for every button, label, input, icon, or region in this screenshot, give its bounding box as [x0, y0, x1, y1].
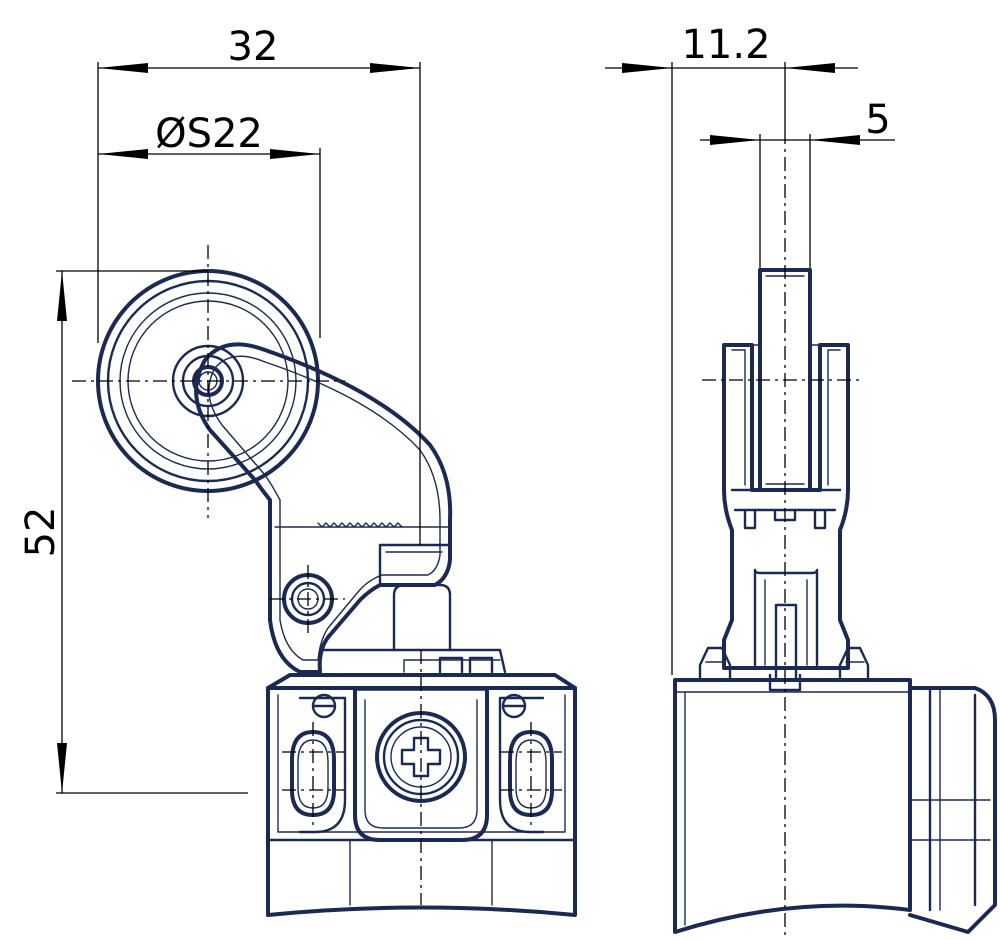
dimension-5: 5 — [700, 97, 895, 268]
dimension-32: 32 — [97, 24, 421, 545]
dimension-52-label: 52 — [18, 507, 64, 558]
dimension-roller-diameter-label: ØS22 — [155, 111, 263, 157]
dimension-roller-diameter: ØS22 — [98, 111, 321, 338]
side-lever-housing — [722, 343, 850, 682]
side-view — [673, 130, 997, 935]
left-slot-hole — [290, 730, 336, 817]
dimension-11-2: 11.2 — [605, 22, 858, 675]
dimension-52: 52 — [18, 270, 248, 794]
lever-arm — [194, 342, 453, 674]
front-top-screw-right — [501, 693, 527, 719]
side-body-housing — [673, 678, 997, 934]
front-view — [72, 245, 577, 917]
front-top-screw-left — [311, 693, 337, 719]
dimension-32-label: 32 — [228, 24, 279, 70]
right-slot-hole — [508, 730, 554, 817]
dimension-11-2-label: 11.2 — [681, 22, 770, 68]
dimension-5-label: 5 — [865, 97, 890, 143]
